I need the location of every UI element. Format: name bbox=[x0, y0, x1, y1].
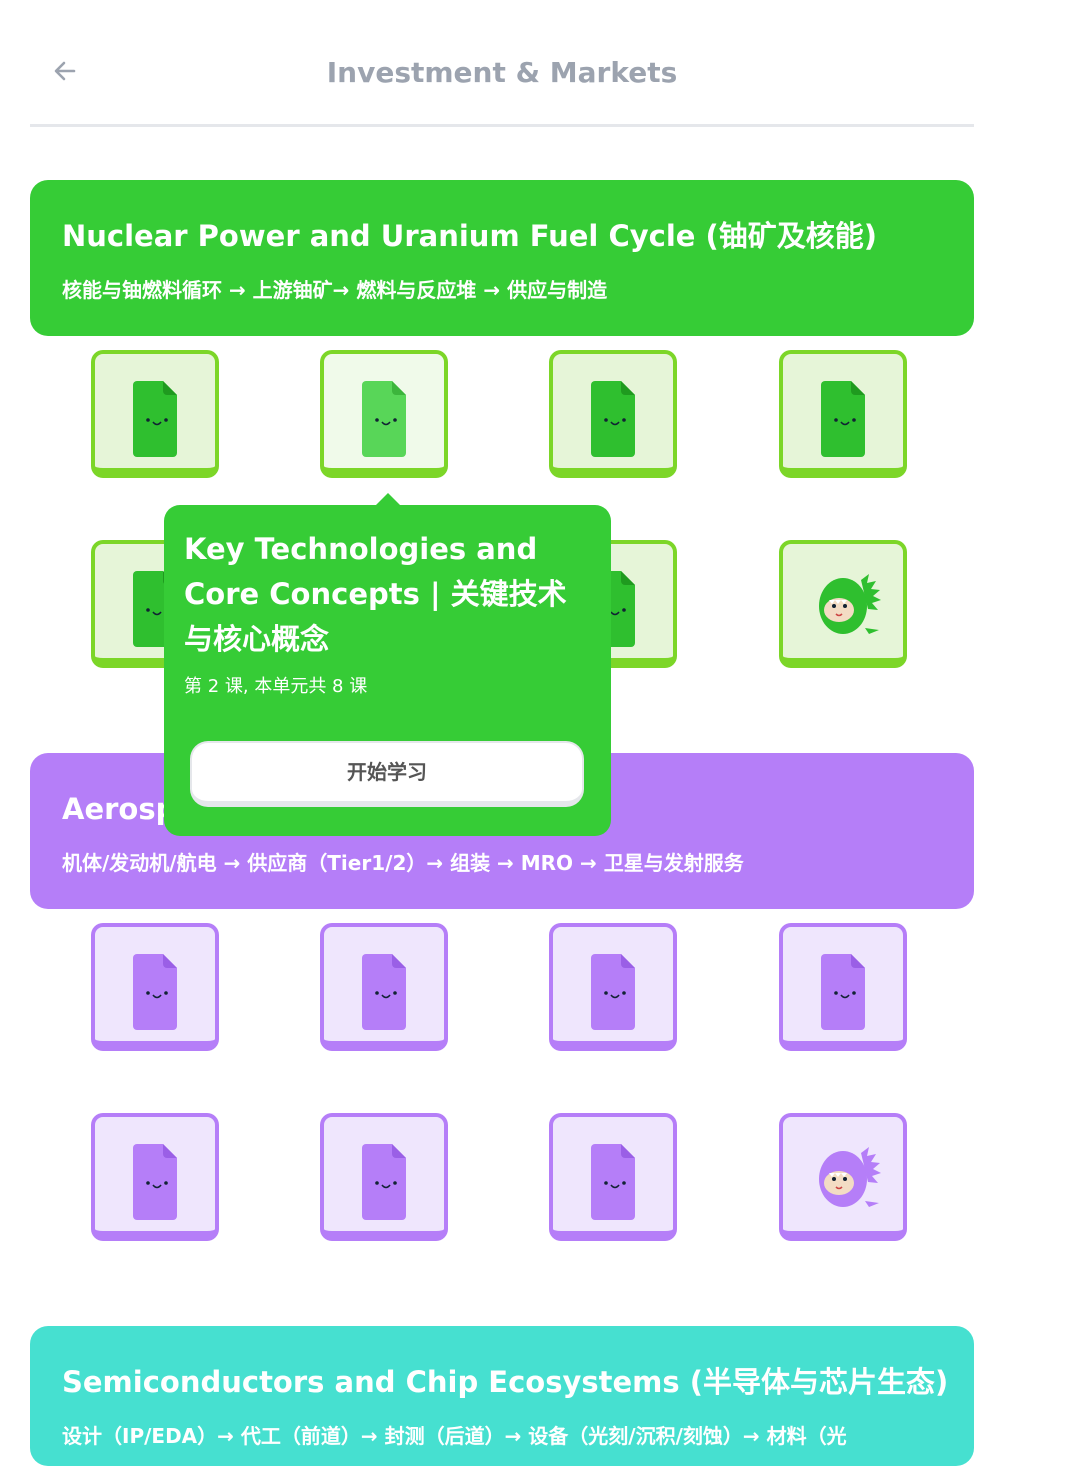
unit-subtitle: 核能与铀燃料循环 → 上游铀矿→ 燃料与反应堆 → 供应与制造 bbox=[62, 278, 608, 302]
back-arrow-icon[interactable] bbox=[50, 56, 80, 86]
lesson-tile-15[interactable] bbox=[549, 1113, 677, 1241]
lesson-tile-4[interactable] bbox=[779, 350, 907, 478]
lesson-tile-3[interactable] bbox=[549, 350, 677, 478]
lesson-tile-9[interactable] bbox=[91, 923, 219, 1051]
lesson-tile-12[interactable] bbox=[779, 923, 907, 1051]
lesson-tile-13[interactable] bbox=[91, 1113, 219, 1241]
popup-lesson-meta: 第 2 课, 本单元共 8 课 bbox=[184, 676, 368, 697]
lesson-tile-11[interactable] bbox=[549, 923, 677, 1051]
unit-subtitle: 设计（IP/EDA）→ 代工（前道）→ 封测（后道）→ 设备（光刻/沉积/刻蚀）… bbox=[62, 1424, 847, 1448]
top-bar: Investment & Markets bbox=[30, 30, 974, 127]
popup-lesson-title: Key Technologies and Core Concepts | 关键技… bbox=[184, 532, 567, 656]
unit-review-tile[interactable] bbox=[779, 1113, 907, 1241]
start-learning-button[interactable]: 开始学习 bbox=[190, 741, 584, 807]
unit-title: Nuclear Power and Uranium Fuel Cycle (铀矿… bbox=[62, 219, 878, 253]
lesson-tile-14[interactable] bbox=[320, 1113, 448, 1241]
page-title: Investment & Markets bbox=[326, 56, 678, 89]
unit-subtitle: 机体/发动机/航电 → 供应商（Tier1/2）→ 组装 → MRO → 卫星与… bbox=[62, 851, 744, 875]
lesson-popup: Key Technologies and Core Concepts | 关键技… bbox=[164, 493, 611, 836]
unit-banner-semiconductors: Semiconductors and Chip Ecosystems (半导体与… bbox=[30, 1326, 974, 1466]
unit-review-tile[interactable] bbox=[779, 540, 907, 668]
unit-title: Semiconductors and Chip Ecosystems (半导体与… bbox=[62, 1365, 949, 1399]
lesson-tile-2[interactable] bbox=[320, 350, 448, 478]
unit-banner-nuclear: Nuclear Power and Uranium Fuel Cycle (铀矿… bbox=[30, 180, 974, 336]
lesson-tile-10[interactable] bbox=[320, 923, 448, 1051]
popup-pointer bbox=[372, 493, 404, 509]
lesson-tile-1[interactable] bbox=[91, 350, 219, 478]
